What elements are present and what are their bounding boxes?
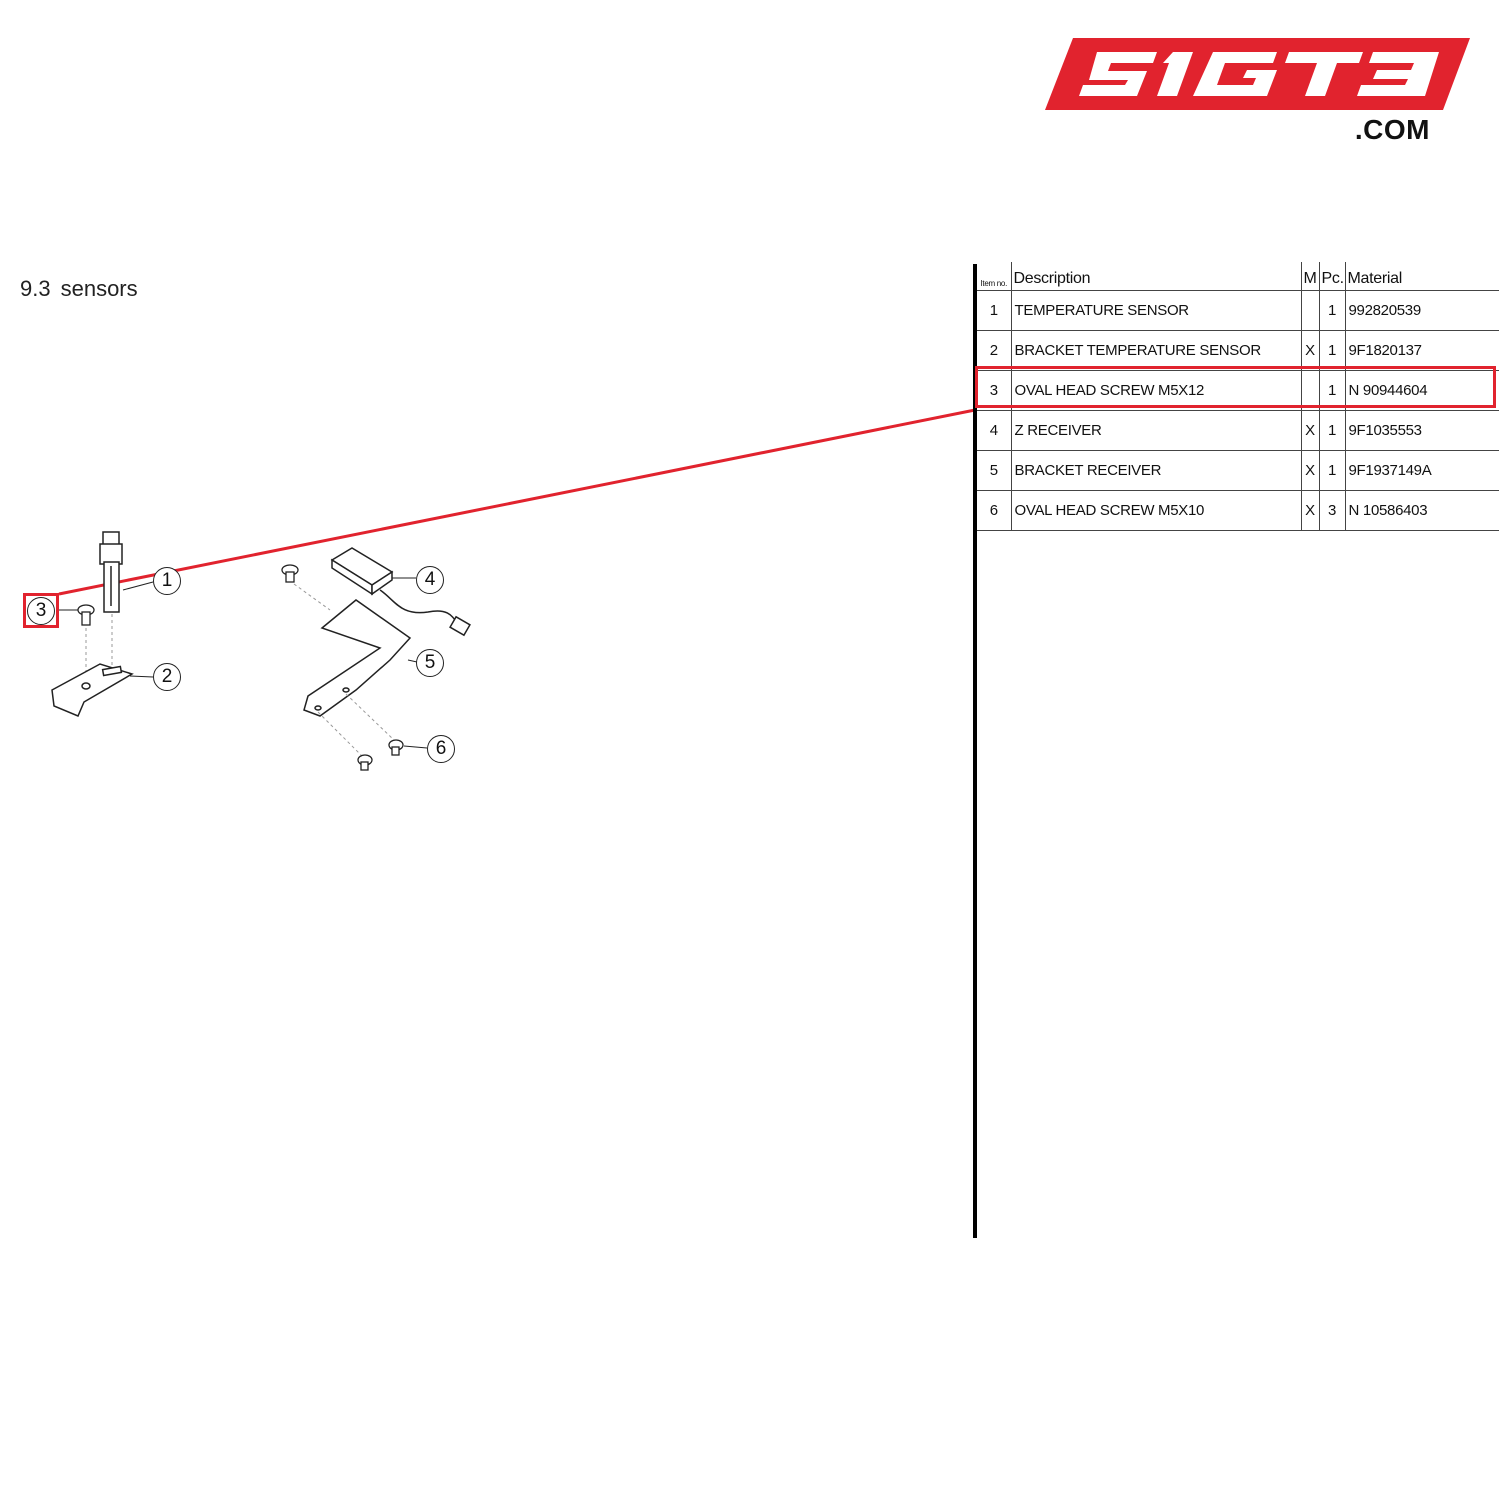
cell-m <box>1300 290 1319 331</box>
table-row[interactable]: 6 OVAL HEAD SCREW M5X10 X 3 N 10586403 <box>977 490 1499 531</box>
cell-description: BRACKET RECEIVER <box>1010 450 1301 491</box>
cell-pc: 3 <box>1318 490 1345 531</box>
cell-item: 5 <box>977 450 1011 491</box>
part-temperature-sensor <box>99 531 123 613</box>
section-heading: 9.3 sensors <box>20 276 138 302</box>
cell-item: 1 <box>977 290 1011 331</box>
cell-item: 2 <box>977 330 1011 371</box>
cell-description: TEMPERATURE SENSOR <box>1010 290 1301 331</box>
section-title-text: sensors <box>60 276 138 301</box>
header-material: Material <box>1344 262 1499 291</box>
callout-6[interactable]: 6 <box>427 735 455 763</box>
header-item-no: Item no. <box>977 262 1011 291</box>
callout-4[interactable]: 4 <box>416 566 444 594</box>
header-pc: Pc. <box>1318 262 1345 291</box>
cell-pc: 1 <box>1318 290 1345 331</box>
cell-material: N 10586403 <box>1344 490 1499 531</box>
table-divider-line <box>973 264 977 1238</box>
cell-m: X <box>1300 410 1319 451</box>
site-logo[interactable]: .COM <box>1045 34 1470 149</box>
cell-material: 9F1035553 <box>1344 410 1499 451</box>
callout-3-highlight <box>23 593 59 628</box>
cell-m <box>1300 370 1319 411</box>
callout-5[interactable]: 5 <box>416 649 444 677</box>
section-number: 9.3 <box>20 276 51 301</box>
part-bracket-temperature-sensor <box>51 663 134 717</box>
parts-table: Item no. Description M Pc. Material 1 TE… <box>977 262 1499 531</box>
cell-description: OVAL HEAD SCREW M5X10 <box>1010 490 1301 531</box>
cell-material: 9F1820137 <box>1344 330 1499 371</box>
part-screw-m5x10 <box>357 739 404 771</box>
cell-description: BRACKET TEMPERATURE SENSOR <box>1010 330 1301 371</box>
cell-pc: 1 <box>1318 410 1345 451</box>
cell-pc: 1 <box>1318 370 1345 411</box>
cell-item: 4 <box>977 410 1011 451</box>
cell-material: N 90944604 <box>1344 370 1499 411</box>
part-z-receiver <box>330 547 471 637</box>
cell-material: 9F1937149A <box>1344 450 1499 491</box>
part-bracket-receiver <box>303 599 412 717</box>
cell-item: 6 <box>977 490 1011 531</box>
table-row[interactable]: 5 BRACKET RECEIVER X 1 9F1937149A <box>977 450 1499 491</box>
table-row-highlight <box>975 366 1496 408</box>
callout-2[interactable]: 2 <box>153 663 181 691</box>
highlight-leader-line <box>58 408 976 596</box>
cell-m: X <box>1300 450 1319 491</box>
cell-m: X <box>1300 330 1319 371</box>
table-row[interactable]: 1 TEMPERATURE SENSOR 1 992820539 <box>977 290 1499 331</box>
table-row-highlighted[interactable]: 3 OVAL HEAD SCREW M5X12 1 N 90944604 <box>977 370 1499 411</box>
part-screw-m5x12 <box>77 604 95 626</box>
table-header-row: Item no. Description M Pc. Material <box>977 262 1499 291</box>
cell-material: 992820539 <box>1344 290 1499 331</box>
cell-description: Z RECEIVER <box>1010 410 1301 451</box>
cell-pc: 1 <box>1318 330 1345 371</box>
table-row[interactable]: 4 Z RECEIVER X 1 9F1035553 <box>977 410 1499 451</box>
header-m: M <box>1300 262 1319 291</box>
callout-3[interactable]: 3 <box>27 597 55 625</box>
table-row[interactable]: 2 BRACKET TEMPERATURE SENSOR X 1 9F18201… <box>977 330 1499 371</box>
cell-item: 3 <box>977 370 1011 411</box>
header-description: Description <box>1010 262 1301 291</box>
callout-1[interactable]: 1 <box>153 567 181 595</box>
cell-m: X <box>1300 490 1319 531</box>
logo-mark <box>1045 38 1470 110</box>
cell-description: OVAL HEAD SCREW M5X12 <box>1010 370 1301 411</box>
part-screw-top <box>281 564 299 583</box>
cell-pc: 1 <box>1318 450 1345 491</box>
logo-suffix: .COM <box>1354 114 1430 145</box>
